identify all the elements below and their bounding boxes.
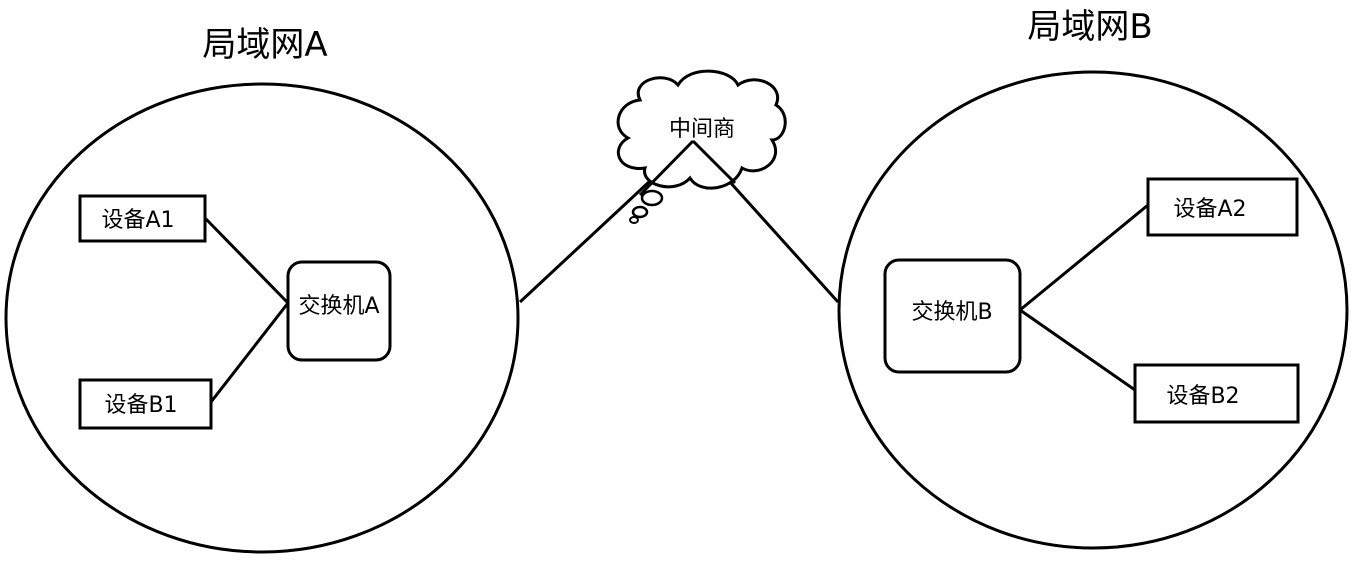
- device-a1-box: 设备A1: [78, 194, 207, 243]
- device-a2-box: 设备A2: [1146, 177, 1299, 237]
- device-a2-label: 设备A2: [1173, 197, 1246, 222]
- switch-a-box: 交换机A: [286, 260, 392, 362]
- link-device-b1-switch-a: [209, 302, 290, 403]
- link-switch-b-device-b2: [1019, 308, 1136, 392]
- lan-b-circle: [837, 70, 1349, 550]
- lan-a-title: 局域网A: [202, 25, 327, 65]
- switch-a-label: 交换机A: [298, 294, 379, 319]
- device-b2-box: 设备B2: [1133, 363, 1300, 424]
- link-switch-b-device-a2: [1019, 203, 1149, 312]
- cloud-label: 中间商: [669, 117, 735, 142]
- switch-b-box: 交换机B: [883, 258, 1022, 374]
- lan-b-title: 局域网B: [1027, 7, 1152, 47]
- device-b1-label: 设备B1: [104, 393, 177, 418]
- device-a1-label: 设备A1: [101, 208, 174, 233]
- switch-b-label: 交换机B: [911, 300, 992, 325]
- link-device-a1-switch-a: [203, 216, 290, 305]
- device-b2-label: 设备B2: [1166, 384, 1239, 409]
- lan-a-circle: [4, 82, 520, 554]
- cloud-icon: 中间商: [616, 69, 787, 224]
- device-b1-box: 设备B1: [78, 378, 213, 430]
